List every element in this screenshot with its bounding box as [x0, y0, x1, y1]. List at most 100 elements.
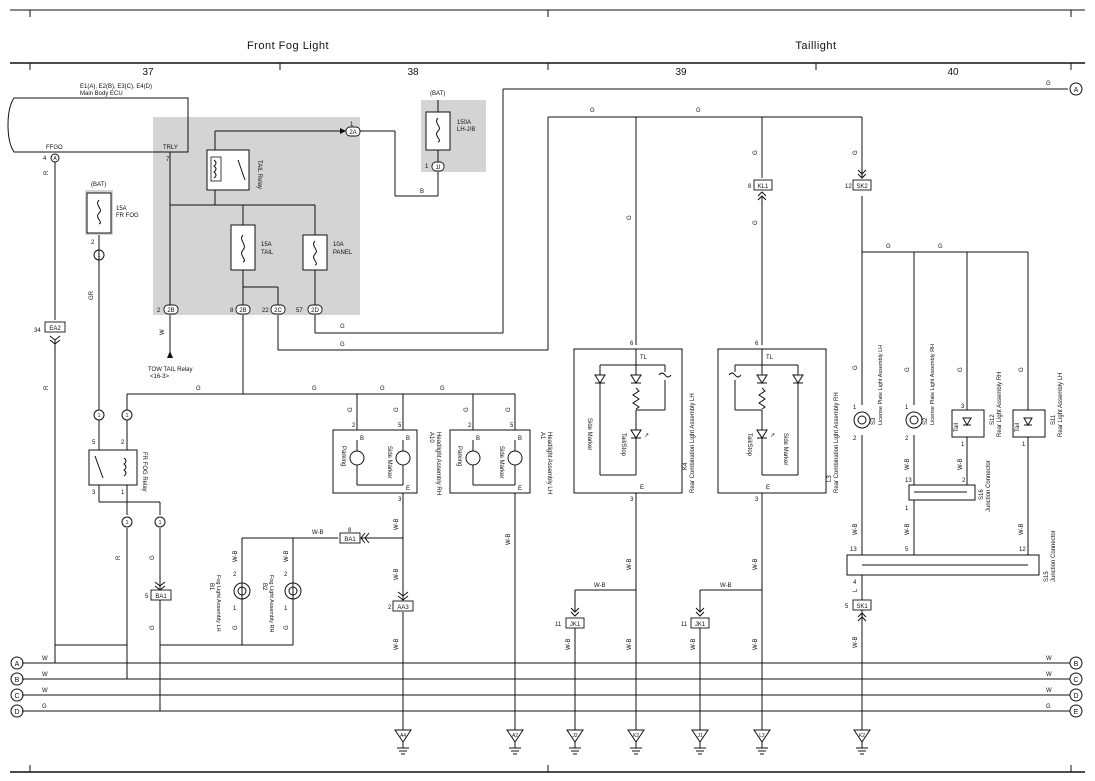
- svg-text:W-B: W-B: [627, 638, 633, 650]
- svg-text:TAIL Relay: TAIL Relay: [256, 160, 262, 189]
- svg-text:B: B: [406, 436, 410, 442]
- svg-text:TAIL: TAIL: [261, 250, 274, 256]
- svg-text:11: 11: [681, 622, 688, 628]
- svg-text:Fog Light Assembly LH: Fog Light Assembly LH: [215, 575, 221, 632]
- ecu-pin-ffgo: FFGO: [46, 145, 63, 151]
- svg-text:E: E: [406, 486, 410, 492]
- svg-text:W-B: W-B: [627, 558, 633, 570]
- svg-text:G: G: [284, 625, 290, 630]
- junction-s16: 13 2 1 S16 Junction Connector: [905, 460, 992, 512]
- svg-text:W: W: [1046, 688, 1052, 694]
- svg-text:Rear Combination Light Assembl: Rear Combination Light Assembly RH: [834, 392, 840, 493]
- svg-text:15A: 15A: [116, 206, 127, 212]
- svg-text:4: 4: [43, 156, 47, 162]
- svg-text:W-B: W-B: [506, 533, 512, 545]
- svg-text:D: D: [1073, 693, 1078, 700]
- tow-tail-relay-label: TOW TAIL Relay: [148, 367, 192, 373]
- svg-text:BA1: BA1: [344, 537, 356, 543]
- license-light-rh: 1 2 S2 License Plate Light Assembly RH: [905, 344, 936, 442]
- svg-text:G: G: [853, 150, 859, 155]
- svg-text:D: D: [14, 709, 19, 716]
- svg-text:G: G: [196, 386, 201, 392]
- svg-text:W-B: W-B: [853, 636, 859, 648]
- svg-text:2A: 2A: [349, 130, 356, 136]
- svg-text:7: 7: [166, 157, 170, 163]
- svg-text:5: 5: [845, 604, 849, 610]
- svg-text:13: 13: [850, 547, 857, 553]
- headlight-rh-code: A10: [428, 432, 434, 443]
- svg-text:B: B: [15, 677, 20, 684]
- svg-text:W: W: [160, 329, 166, 335]
- svg-text:AA3: AA3: [397, 605, 409, 611]
- svg-text:B: B: [476, 436, 480, 442]
- svg-text:Side Marker: Side Marker: [586, 418, 592, 450]
- svg-text:A: A: [1074, 87, 1079, 94]
- svg-text:12: 12: [1019, 547, 1026, 553]
- svg-text:C: C: [14, 693, 19, 700]
- offpage-a-top: A: [1069, 82, 1083, 96]
- svg-text:G: G: [696, 108, 701, 114]
- svg-text:1: 1: [961, 442, 965, 448]
- svg-text:12: 12: [845, 184, 852, 190]
- svg-text:2: 2: [284, 572, 288, 578]
- ground-k2-b: K2: [853, 729, 871, 755]
- svg-text:S12: S12: [990, 414, 996, 425]
- svg-text:J2: J2: [572, 733, 578, 739]
- svg-text:W: W: [1046, 656, 1052, 662]
- svg-text:G: G: [958, 367, 964, 372]
- svg-text:Parking: Parking: [340, 446, 346, 466]
- svg-text:G: G: [1019, 367, 1025, 372]
- svg-text:8: 8: [348, 528, 352, 534]
- svg-text:K2: K2: [633, 733, 639, 739]
- svg-text:G: G: [348, 407, 354, 412]
- svg-text:G: G: [1046, 81, 1051, 87]
- license-light-lh: 1 2 S3 License Plate Light Assembly LH: [853, 345, 884, 442]
- ground-l2: L2: [753, 729, 771, 755]
- svg-text:W-B: W-B: [312, 530, 324, 536]
- svg-text:W: W: [42, 688, 48, 694]
- svg-text:2: 2: [121, 440, 125, 446]
- svg-text:3: 3: [92, 490, 96, 496]
- svg-text:15A: 15A: [261, 242, 272, 248]
- svg-text:2B: 2B: [167, 308, 174, 314]
- svg-text:W-B: W-B: [905, 458, 911, 470]
- svg-text:34: 34: [34, 328, 41, 334]
- svg-text:5: 5: [510, 423, 514, 429]
- svg-text:SK2: SK2: [856, 184, 868, 190]
- svg-text:150A: 150A: [457, 120, 471, 126]
- svg-text:G: G: [1046, 704, 1051, 710]
- svg-text:G: G: [753, 150, 759, 155]
- svg-text:SK1: SK1: [856, 604, 868, 610]
- svg-text:JK1: JK1: [695, 622, 706, 628]
- svg-text:Parking: Parking: [456, 446, 462, 466]
- svg-text:B: B: [1074, 661, 1079, 668]
- svg-text:2: 2: [91, 240, 95, 246]
- svg-text:W-B: W-B: [691, 638, 697, 650]
- rear-combo-lh: 6 TL ↗ Tail/Stop Side Marker E 3 K4 Rear…: [573, 341, 696, 503]
- svg-text:1: 1: [126, 520, 129, 526]
- svg-text:W-B: W-B: [720, 583, 732, 589]
- svg-text:LH-J/B: LH-J/B: [457, 127, 475, 133]
- svg-text:E: E: [766, 485, 770, 491]
- svg-text:5: 5: [905, 547, 909, 553]
- svg-text:6: 6: [755, 341, 759, 347]
- svg-text:G: G: [150, 625, 156, 630]
- svg-text:3: 3: [630, 497, 634, 503]
- svg-text:Junction Connector: Junction Connector: [1051, 530, 1057, 582]
- svg-text:8: 8: [230, 308, 234, 314]
- wires-right: [574, 117, 1029, 730]
- svg-text:W-B: W-B: [394, 568, 400, 580]
- headlight-lh-code: A1: [539, 432, 545, 440]
- svg-text:L3: L3: [827, 475, 833, 482]
- svg-text:Junction Connector: Junction Connector: [986, 460, 992, 512]
- frfog-fuse: (BAT) 15A FR FOG 2 1: [86, 182, 139, 261]
- svg-text:↗: ↗: [770, 433, 775, 439]
- column-38: 38: [407, 67, 419, 78]
- ground-j2: J2: [566, 729, 584, 755]
- svg-text:GR: GR: [89, 290, 95, 300]
- svg-text:W-B: W-B: [284, 550, 290, 562]
- svg-text:G: G: [394, 407, 400, 412]
- svg-text:W: W: [42, 672, 48, 678]
- headlight-lh: 2 5 B B Parking Side Marker E A1 Headlig…: [449, 423, 552, 494]
